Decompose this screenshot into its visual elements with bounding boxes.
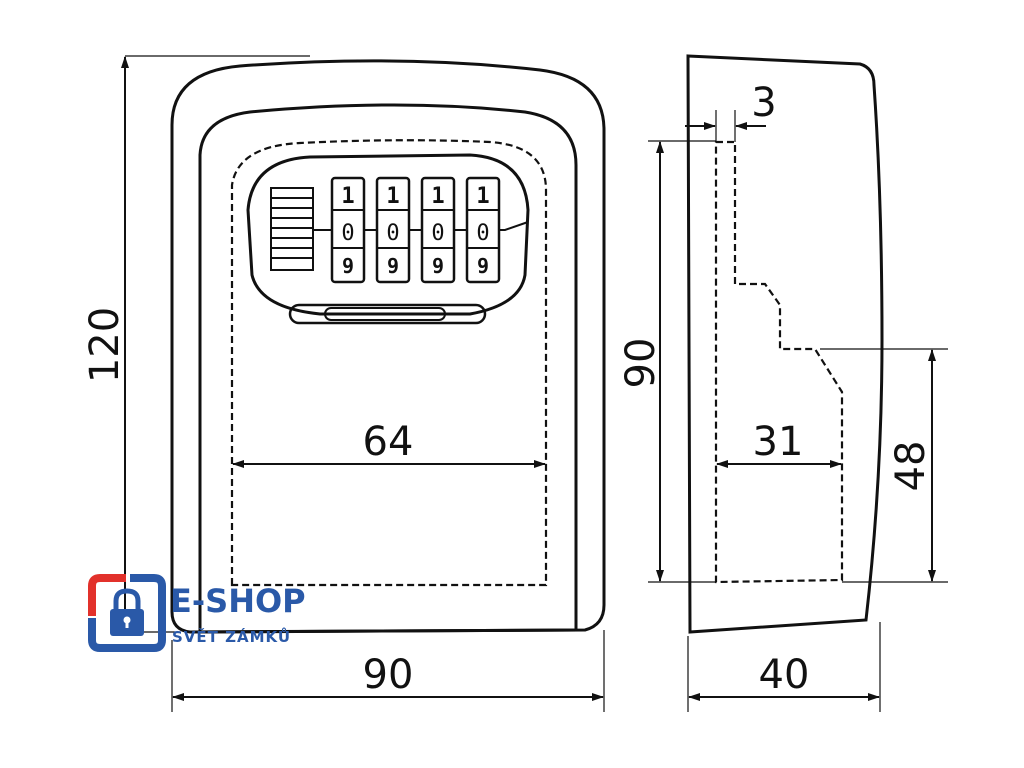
- front-view: [170, 59, 606, 634]
- dimension-side-inner-depth: 31: [716, 419, 842, 468]
- logo-title: E-SHOP: [170, 582, 306, 620]
- dial-2[interactable]: 1 0 9: [375, 176, 411, 284]
- side-dashed-compartment: [714, 140, 844, 584]
- dimension-side-inner-height: 90: [618, 140, 716, 583]
- dimension-side-inner-depth-label: 31: [753, 419, 804, 465]
- dimension-front-height: 120: [82, 55, 310, 633]
- eshop-logo[interactable]: E-SHOP SVĚT ZÁMKŮ: [88, 574, 306, 652]
- dimension-side-depth-label: 40: [759, 652, 810, 698]
- dimension-front-width-label: 90: [363, 652, 414, 698]
- logo-frame-blue: [88, 574, 166, 652]
- front-outer-outline: [170, 59, 606, 634]
- dial-2-bottom-digit: 9: [387, 254, 399, 278]
- dial-3-bottom-digit: 9: [432, 254, 444, 278]
- dimension-side-wall-label: 3: [751, 80, 776, 126]
- dial-1-middle-digit: 0: [341, 221, 354, 246]
- dimension-side-depth: 40: [687, 622, 881, 712]
- dial-4-top-digit: 1: [476, 184, 489, 209]
- dial-1[interactable]: 1 0 9: [330, 176, 366, 284]
- side-view: [686, 54, 884, 634]
- logo-frame-red: [88, 574, 126, 616]
- logo-subtitle: SVĚT ZÁMKŮ: [172, 626, 291, 646]
- dimension-side-wall: 3: [685, 80, 777, 142]
- dial-2-middle-digit: 0: [386, 221, 399, 246]
- padlock-icon: [110, 588, 144, 636]
- dimension-side-inner-height-label: 90: [618, 338, 664, 389]
- front-inner-outline: [198, 103, 578, 634]
- dimension-inner-width-label: 64: [363, 419, 414, 465]
- dimension-side-lower-height: 48: [820, 348, 948, 583]
- dimension-front-width: 90: [171, 630, 605, 712]
- dial-3-middle-digit: 0: [431, 221, 444, 246]
- dial-2-top-digit: 1: [386, 184, 399, 209]
- shackle-button-inner: [324, 307, 446, 321]
- dial-3-top-digit: 1: [431, 184, 444, 209]
- dial-4-bottom-digit: 9: [477, 254, 489, 278]
- dimension-side-lower-height-label: 48: [888, 441, 934, 492]
- dial-1-bottom-digit: 9: [342, 254, 354, 278]
- dial-4-middle-digit: 0: [476, 221, 489, 246]
- shackle-button: [288, 303, 487, 325]
- dimension-front-height-label: 120: [82, 307, 128, 383]
- side-outer-outline: [686, 54, 884, 634]
- dial-window: [246, 153, 530, 316]
- dial-1-top-digit: 1: [341, 184, 354, 209]
- dimension-inner-width: 64: [232, 419, 546, 468]
- front-dashed-compartment: [230, 139, 548, 587]
- dial-3[interactable]: 1 0 9: [420, 176, 456, 284]
- dial-4[interactable]: 1 0 9: [465, 176, 501, 284]
- release-button-ribbed: [270, 187, 314, 271]
